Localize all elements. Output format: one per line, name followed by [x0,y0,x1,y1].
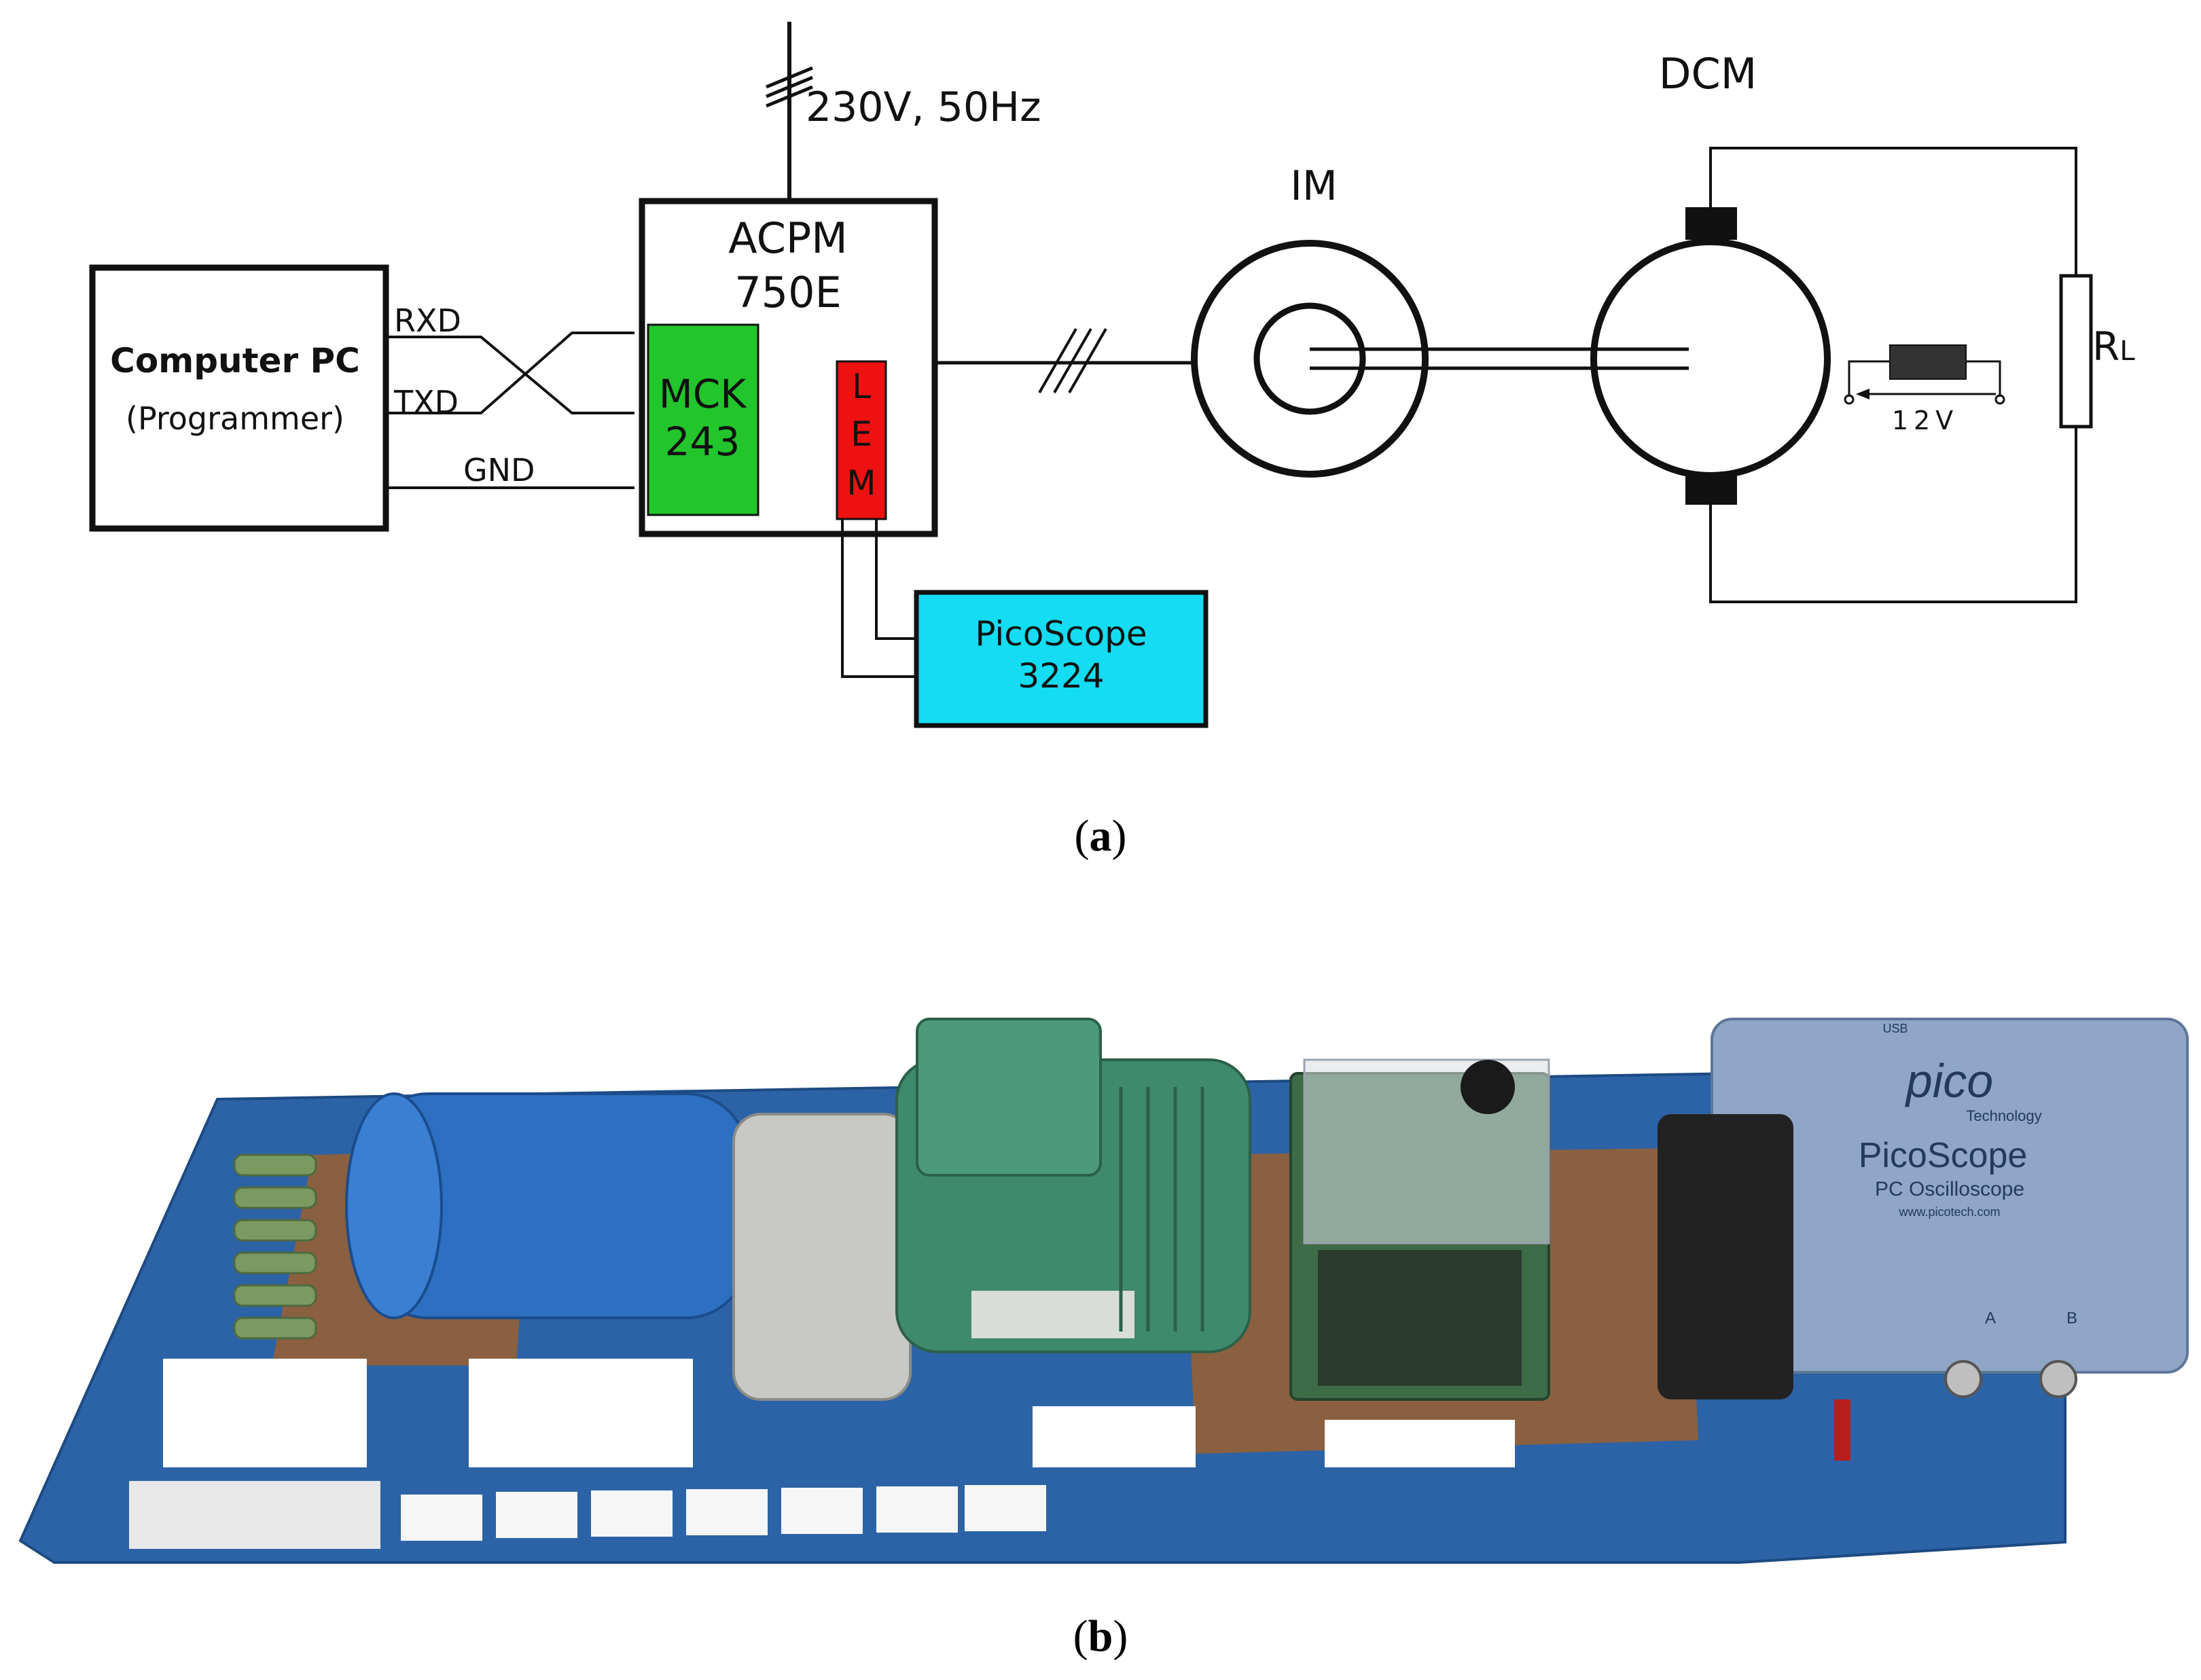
excitation-wire [1848,360,1890,397]
load-resistors [233,1154,317,1340]
frame-opening [1325,1420,1515,1467]
nameplate [129,1481,380,1549]
picoscope-maker: Technology [1966,1107,2041,1124]
excitation-winding [1889,344,1967,380]
barcode-sticker [496,1492,577,1538]
load-wire [1709,427,2077,603]
barcode-sticker [401,1495,482,1541]
barcode-sticker [965,1485,1046,1531]
picoscope-usb: USB [1882,1022,1908,1035]
picoscope-box [914,590,1209,728]
im-rotor [1253,302,1366,415]
phase-mark [1053,328,1092,393]
dsp-board [1318,1250,1522,1386]
pc-box [89,264,389,532]
picoscope-name: PicoScope [1859,1136,2028,1175]
gnd-label: GND [463,452,535,488]
phase-mark [766,85,813,108]
speed-knob[interactable] [1461,1060,1515,1114]
txd-label: TXD [393,384,459,421]
excitation-terminal [1844,394,1855,405]
excitation-wire [1966,360,2001,397]
phase-mark [1068,328,1107,393]
pc-subtitle: (Programmer) [126,400,344,437]
phase-mark [766,66,813,89]
barcode-sticker [781,1488,863,1534]
channel-a-label: A [1985,1309,1996,1327]
lem-block [836,360,887,520]
excitation-label: 12V [1892,406,1958,435]
excitation-terminal [1994,394,2005,405]
channel-b-connector[interactable] [2039,1360,2077,1398]
coupling-housing [732,1113,912,1401]
rxd-label: RXD [394,302,461,339]
dcm-brush-bottom [1685,472,1737,505]
im-label: IM [1290,162,1337,210]
barcode-sticker [591,1490,673,1537]
picoscope-model: 3224 [1018,656,1104,696]
schematic [89,22,2093,728]
lem-wire [841,519,917,678]
pc-title: Computer PC [110,341,360,380]
lem-letter-l: L [852,367,871,406]
channel-a-connector[interactable] [1944,1360,1982,1398]
dcm-armature [1590,238,1831,479]
frame-opening [163,1359,367,1467]
dc-motor-endcap [345,1092,443,1319]
lem-wire [875,519,917,640]
cooling-fins [1119,1087,1204,1332]
frame-opening [469,1359,693,1467]
acpm-model: 750E [734,268,842,317]
test-bench-photo: pico Technology PicoScope PC Oscilloscop… [18,1018,2189,1564]
induction-motor-terminal-box [916,1018,1102,1177]
barcode-sticker [876,1486,958,1533]
picoscope-subtitle: PC Oscilloscope [1875,1178,2024,1200]
picoscope-brand: pico [1905,1054,1993,1107]
mck-block [647,323,759,516]
serial-wiring [386,332,634,489]
dcm-brush-top [1685,207,1737,240]
lem-letter-e: E [851,414,872,454]
induction-motor-plate [971,1291,1134,1338]
picoscope-url: www.picotech.com [1898,1205,2000,1219]
load-wire [1709,147,2077,276]
caption-b: (b) [1073,1611,1128,1661]
lem-letter-m: M [846,463,876,503]
acpm-box [639,198,938,537]
mck-model: 243 [665,418,740,465]
frame-opening [1033,1406,1196,1467]
caption-a: (a) [1075,811,1127,861]
resistor-label: RL [2092,323,2135,370]
supply-label: 230V, 50Hz [806,84,1041,131]
mck-label: MCK [659,371,748,417]
excitation-arrow-head [1856,389,1869,399]
probe-plug-red [1834,1399,1850,1461]
picoscope-base [1658,1114,1793,1399]
barcode-sticker [686,1489,768,1535]
dcm-label: DCM [1659,49,1757,99]
phase-mark [766,75,813,99]
load-resistor [2059,274,2093,429]
acpm-label: ACPM [728,213,848,263]
phase-mark [1038,328,1077,393]
im-stator [1191,240,1429,478]
channel-b-label: B [2066,1309,2077,1327]
picoscope-label: PicoScope [975,614,1147,654]
